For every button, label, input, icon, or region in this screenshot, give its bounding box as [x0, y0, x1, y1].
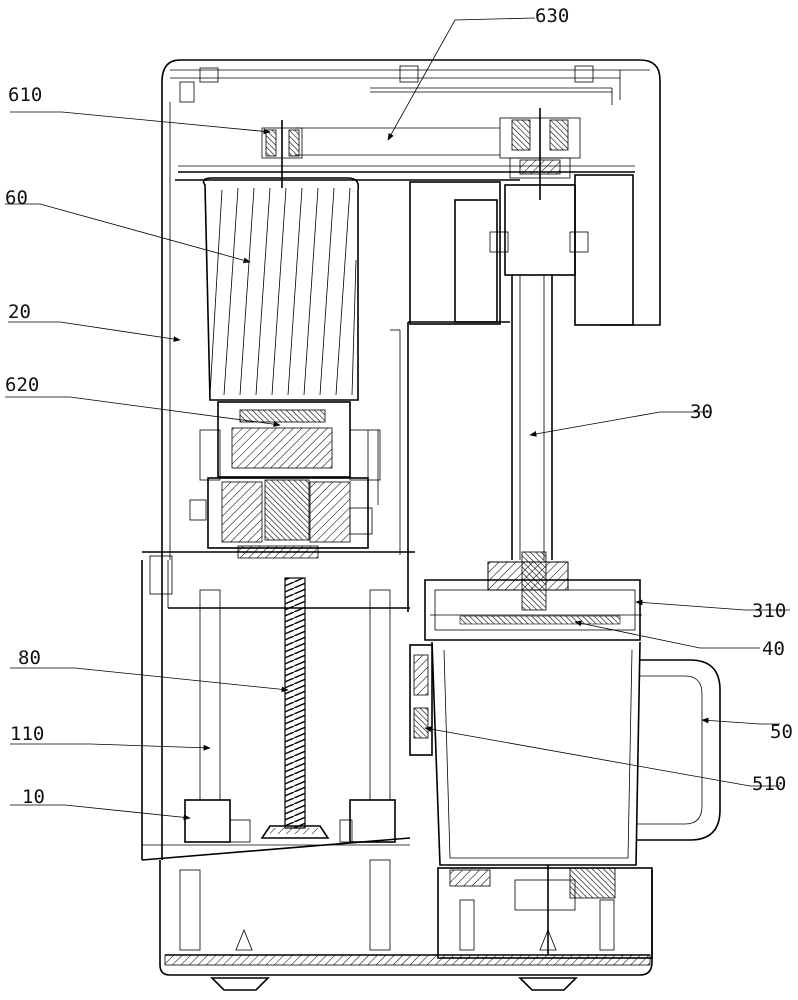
label-510: 510 [752, 773, 786, 795]
motor-winding-hatch [209, 187, 357, 396]
lift-column-30 [390, 174, 634, 612]
label-10: 10 [22, 786, 45, 808]
foot-left [210, 977, 270, 991]
label-610: 610 [8, 84, 42, 106]
cup-50 [424, 551, 721, 866]
cup-base [437, 865, 653, 959]
drive-pulley [261, 120, 303, 180]
label-60: 60 [5, 187, 28, 209]
reference-labels: 630 610 60 20 620 30 310 40 80 50 110 51… [5, 5, 793, 808]
label-310: 310 [752, 600, 786, 622]
slider-510 [409, 644, 433, 756]
foot-right [518, 977, 578, 991]
motor-60 [202, 177, 360, 401]
label-40: 40 [762, 638, 785, 660]
label-110: 110 [10, 723, 44, 745]
lead-screw-coupling [189, 477, 373, 559]
label-20: 20 [8, 301, 31, 323]
lead-screw-80 [260, 577, 330, 839]
leader-lines [5, 17, 790, 821]
label-30: 30 [690, 401, 713, 423]
label-50: 50 [770, 721, 793, 743]
driven-pulley [499, 108, 581, 200]
base-plate [159, 859, 653, 991]
label-630: 630 [535, 5, 569, 27]
belt-transmission [175, 108, 635, 200]
upper-housing [161, 59, 661, 560]
lower-housing [141, 551, 415, 861]
label-620: 620 [5, 374, 39, 396]
gearbox-620 [199, 401, 381, 505]
label-80: 80 [18, 647, 41, 669]
